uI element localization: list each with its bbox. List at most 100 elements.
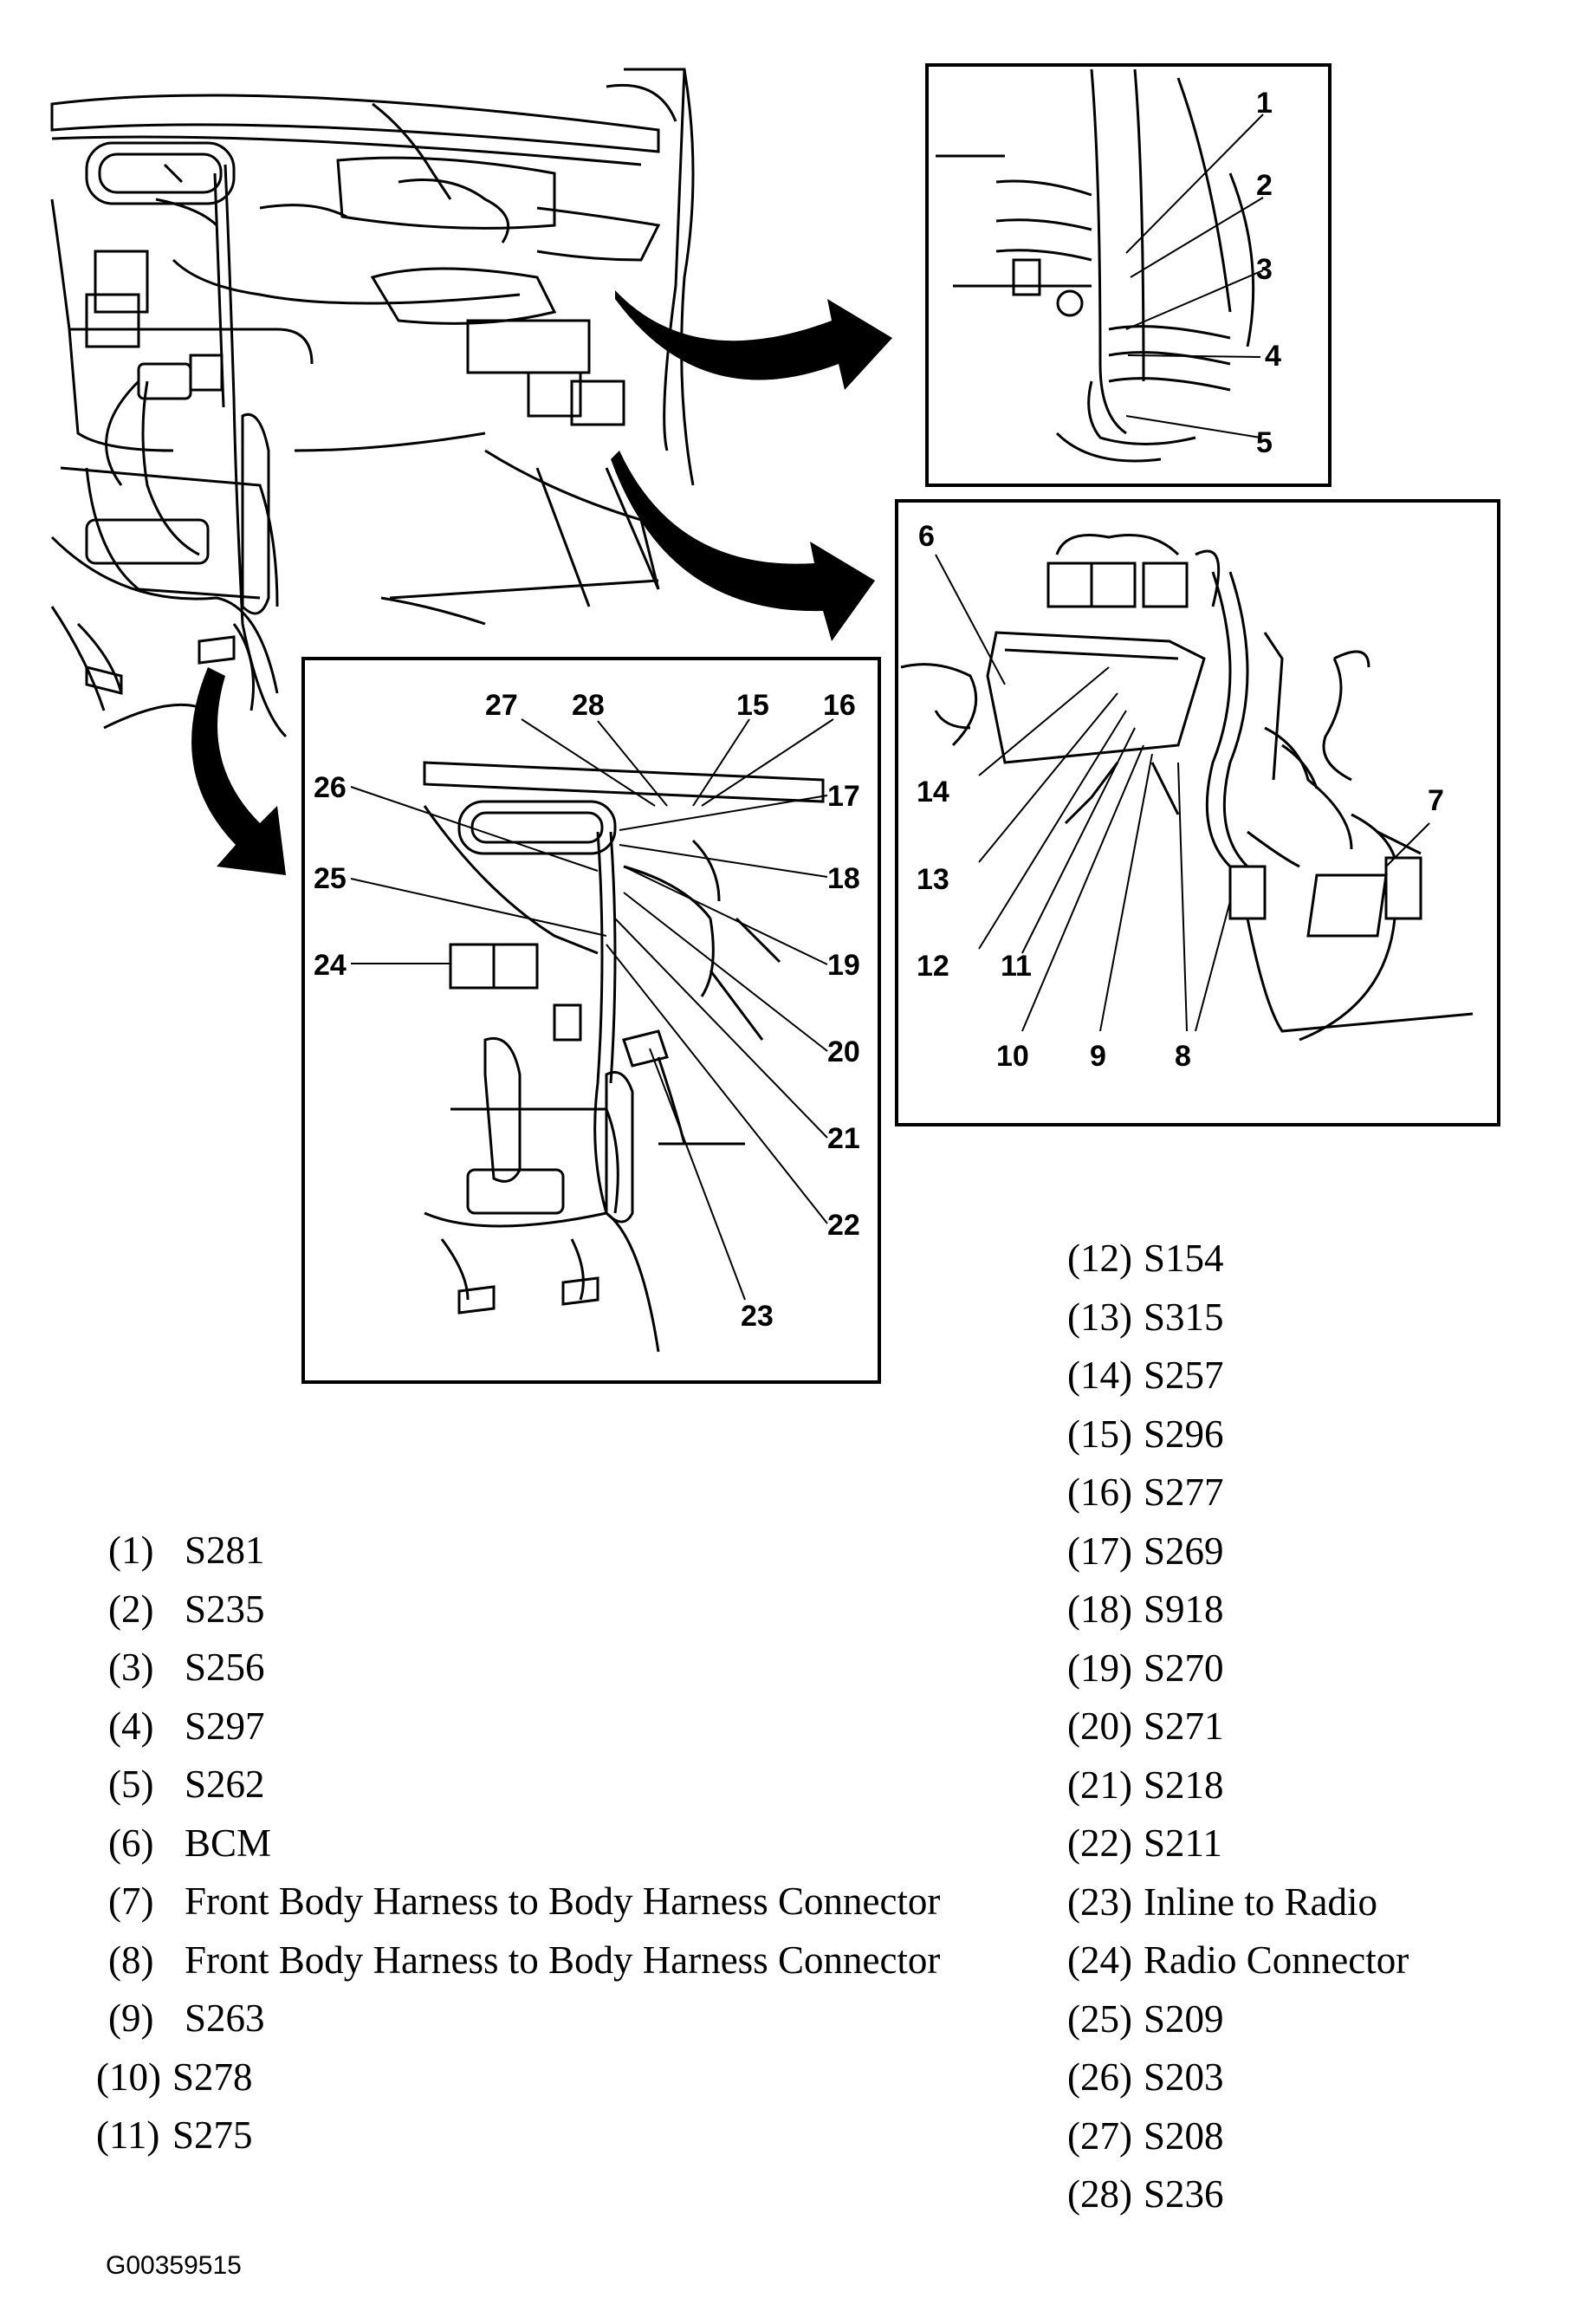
- legend-item-text: Front Body Harness to Body Harness Conne…: [185, 1879, 941, 1923]
- legend-item-text: S154: [1144, 1237, 1224, 1280]
- legend-item-text: S297: [185, 1704, 265, 1748]
- callout-16: 16: [823, 689, 856, 722]
- arrow-to-inset-2: [611, 451, 875, 641]
- legend-item-number: (5): [108, 1762, 154, 1806]
- legend-item: (16) S277: [1067, 1464, 1409, 1522]
- legend-item: (1)S281: [108, 1522, 940, 1581]
- legend-item: (18)S918: [1067, 1581, 1409, 1639]
- legend-item-number: (19): [1067, 1646, 1132, 1690]
- legend-item: (3) S256: [108, 1639, 940, 1698]
- dash-overview-drawing: [50, 68, 695, 738]
- callout-25: 25: [314, 862, 347, 895]
- legend-item: (4) S297: [108, 1698, 940, 1756]
- legend-item: (24) Radio Connector: [1067, 1931, 1409, 1990]
- legend-item-number: (13): [1067, 1295, 1132, 1339]
- legend-item-text: S203: [1144, 2055, 1224, 2099]
- callout-5: 5: [1256, 426, 1273, 459]
- callout-14: 14: [917, 776, 949, 808]
- legend-item-number: (3): [108, 1646, 154, 1689]
- legend-item-number: (28): [1067, 2172, 1132, 2216]
- callout-19: 19: [827, 949, 860, 982]
- callout-17: 17: [827, 780, 860, 813]
- inset-center: 27 28 15 16 17 18 19 20 21 22 23 24 25 2…: [301, 657, 881, 1384]
- callout-4: 4: [1265, 340, 1281, 373]
- legend-item: (17) S269: [1067, 1522, 1409, 1581]
- arrow-to-inset-1: [615, 290, 892, 390]
- legend-item-text: S269: [1144, 1529, 1224, 1573]
- legend-item-text: S281: [185, 1529, 265, 1572]
- legend-item-text: S211: [1144, 1821, 1222, 1865]
- legend-item-text: Inline to Radio: [1144, 1879, 1377, 1924]
- legend-item-number: (15): [1067, 1412, 1132, 1456]
- callout-3: 3: [1256, 253, 1273, 286]
- callout-6: 6: [918, 520, 935, 553]
- callout-28: 28: [572, 689, 605, 722]
- legend-item: (7) Front Body Harness to Body Harness Co…: [108, 1873, 940, 1931]
- arrow-to-inset-3: [191, 667, 286, 875]
- legend-item-number: (27): [1067, 2113, 1132, 2158]
- callout-15: 15: [736, 689, 769, 722]
- legend-item: (14) S257: [1067, 1347, 1409, 1405]
- legend-left: (1)S281(2)S235 (3) S256 (4) S297 (5) S262 (6) BC…: [96, 1522, 940, 2165]
- legend-item: (8) Front Body Harness to Body Harness Co…: [108, 1931, 940, 1990]
- legend-item: (5) S262: [108, 1756, 940, 1814]
- callout-18: 18: [827, 862, 860, 895]
- legend-item-number: (6): [108, 1821, 154, 1865]
- legend-item-number: (10): [96, 2055, 161, 2099]
- legend-item-text: S270: [1144, 1646, 1224, 1690]
- legend-item: (2)S235: [108, 1581, 940, 1639]
- legend-item: (28) S236: [1067, 2165, 1409, 2224]
- legend-item-number: (4): [108, 1704, 154, 1748]
- legend-item-number: (11): [96, 2113, 160, 2157]
- legend-item-text: Front Body Harness to Body Harness Conne…: [185, 1938, 941, 1982]
- legend-item: (21)S218: [1067, 1756, 1409, 1815]
- callout-24: 24: [314, 949, 347, 982]
- legend-item-text: S278: [172, 2055, 253, 2099]
- legend-item: (20)S271: [1067, 1698, 1409, 1756]
- legend-item-text: S315: [1144, 1295, 1224, 1339]
- callout-13: 13: [917, 863, 949, 896]
- legend-item: (22) S211: [1067, 1814, 1409, 1873]
- legend-item: (12)S154: [1067, 1230, 1409, 1289]
- legend-item-number: (23): [1067, 1879, 1132, 1924]
- callout-26: 26: [314, 771, 347, 804]
- legend-item: (19) S270: [1067, 1639, 1409, 1698]
- legend-item-number: (8): [108, 1938, 154, 1982]
- legend-item-number: (7): [108, 1879, 154, 1923]
- legend-item: (15)S296: [1067, 1405, 1409, 1464]
- legend-item-text: S208: [1144, 2113, 1224, 2158]
- legend-item-text: S262: [185, 1762, 265, 1806]
- legend-item-number: (16): [1067, 1470, 1132, 1514]
- callout-9: 9: [1090, 1040, 1106, 1073]
- legend-item-number: (24): [1067, 1938, 1132, 1982]
- legend-item: (13) S315: [1067, 1289, 1409, 1347]
- legend-item: (23) Inline to Radio: [1067, 1873, 1409, 1932]
- legend-item-text: S256: [185, 1646, 265, 1689]
- legend-item-text: S277: [1144, 1470, 1224, 1514]
- callout-21: 21: [827, 1122, 860, 1155]
- legend-item: (6) BCM: [108, 1814, 940, 1873]
- callout-7: 7: [1428, 784, 1444, 817]
- legend-item: (25)S209: [1067, 1990, 1409, 2049]
- legend-item: (26)S203: [1067, 2048, 1409, 2107]
- legend-item-text: S209: [1144, 1996, 1224, 2041]
- callout-23: 23: [741, 1300, 774, 1333]
- legend-item-number: (22): [1067, 1821, 1132, 1865]
- legend-item-number: (18): [1067, 1587, 1132, 1631]
- figure-id: G00359515: [106, 2251, 242, 2280]
- legend-item-text: BCM: [185, 1821, 272, 1865]
- callout-20: 20: [827, 1035, 860, 1068]
- callout-1: 1: [1256, 87, 1273, 120]
- callout-2: 2: [1256, 169, 1273, 202]
- callout-12: 12: [917, 950, 949, 983]
- callout-11: 11: [1001, 950, 1032, 983]
- legend-item-number: (14): [1067, 1354, 1132, 1397]
- legend-item-number: (17): [1067, 1529, 1132, 1573]
- legend-item-text: S257: [1144, 1354, 1224, 1397]
- legend-item: (27) S208: [1067, 2107, 1409, 2166]
- legend-item-text: S236: [1144, 2172, 1224, 2216]
- legend-item-number: (21): [1067, 1762, 1132, 1807]
- legend-item-text: Radio Connector: [1144, 1938, 1409, 1982]
- inset-top-right: 1 2 3 4 5: [925, 63, 1332, 487]
